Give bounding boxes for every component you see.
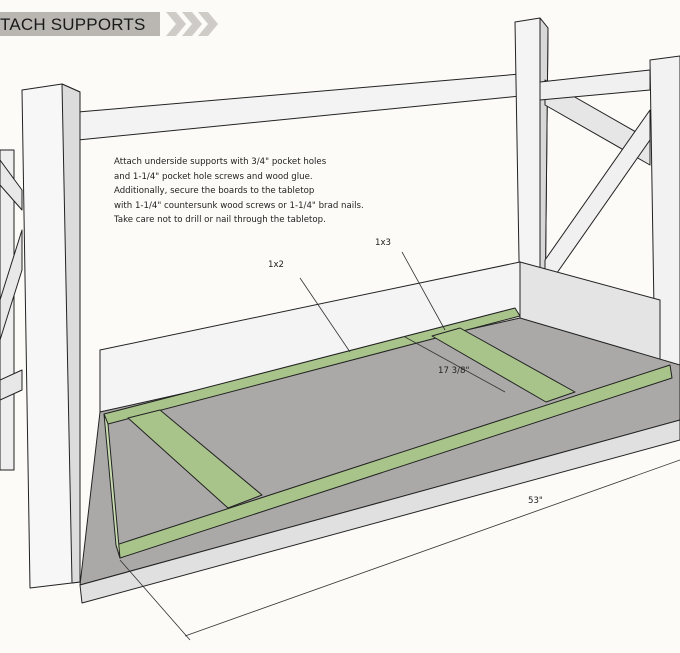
instruction-line: Additionally, secure the boards to the t… — [114, 186, 315, 197]
label-1x2: 1x2 — [268, 260, 285, 270]
instruction-line: Attach underside supports with 3/4" pock… — [114, 157, 327, 167]
instruction-line: Take care not to drill or nail through t… — [114, 215, 326, 226]
right-1x3-board — [431, 327, 576, 403]
label-length: 53" — [528, 496, 543, 506]
instructions-note: Attach underside supports with 3/4" pock… — [114, 155, 364, 228]
chevrons-icon — [166, 12, 218, 36]
instruction-line: and 1-1/4" pocket hole screws and wood g… — [114, 171, 313, 182]
section-banner — [0, 12, 160, 36]
tabletop-edge — [79, 419, 680, 604]
green-supports — [103, 307, 673, 559]
left-1x3-board — [127, 409, 263, 509]
instruction-line: with 1-1/4" countersunk wood screws or 1… — [114, 200, 364, 211]
top-stretcher — [77, 73, 521, 141]
label-1x3: 1x3 — [375, 238, 392, 248]
section-title: TACH SUPPORTS — [0, 15, 146, 34]
dimension-lines — [119, 251, 680, 641]
front-right-leg — [649, 55, 680, 373]
left-x-brace — [0, 229, 23, 341]
label-spacing: 17 3/8" — [438, 366, 470, 376]
